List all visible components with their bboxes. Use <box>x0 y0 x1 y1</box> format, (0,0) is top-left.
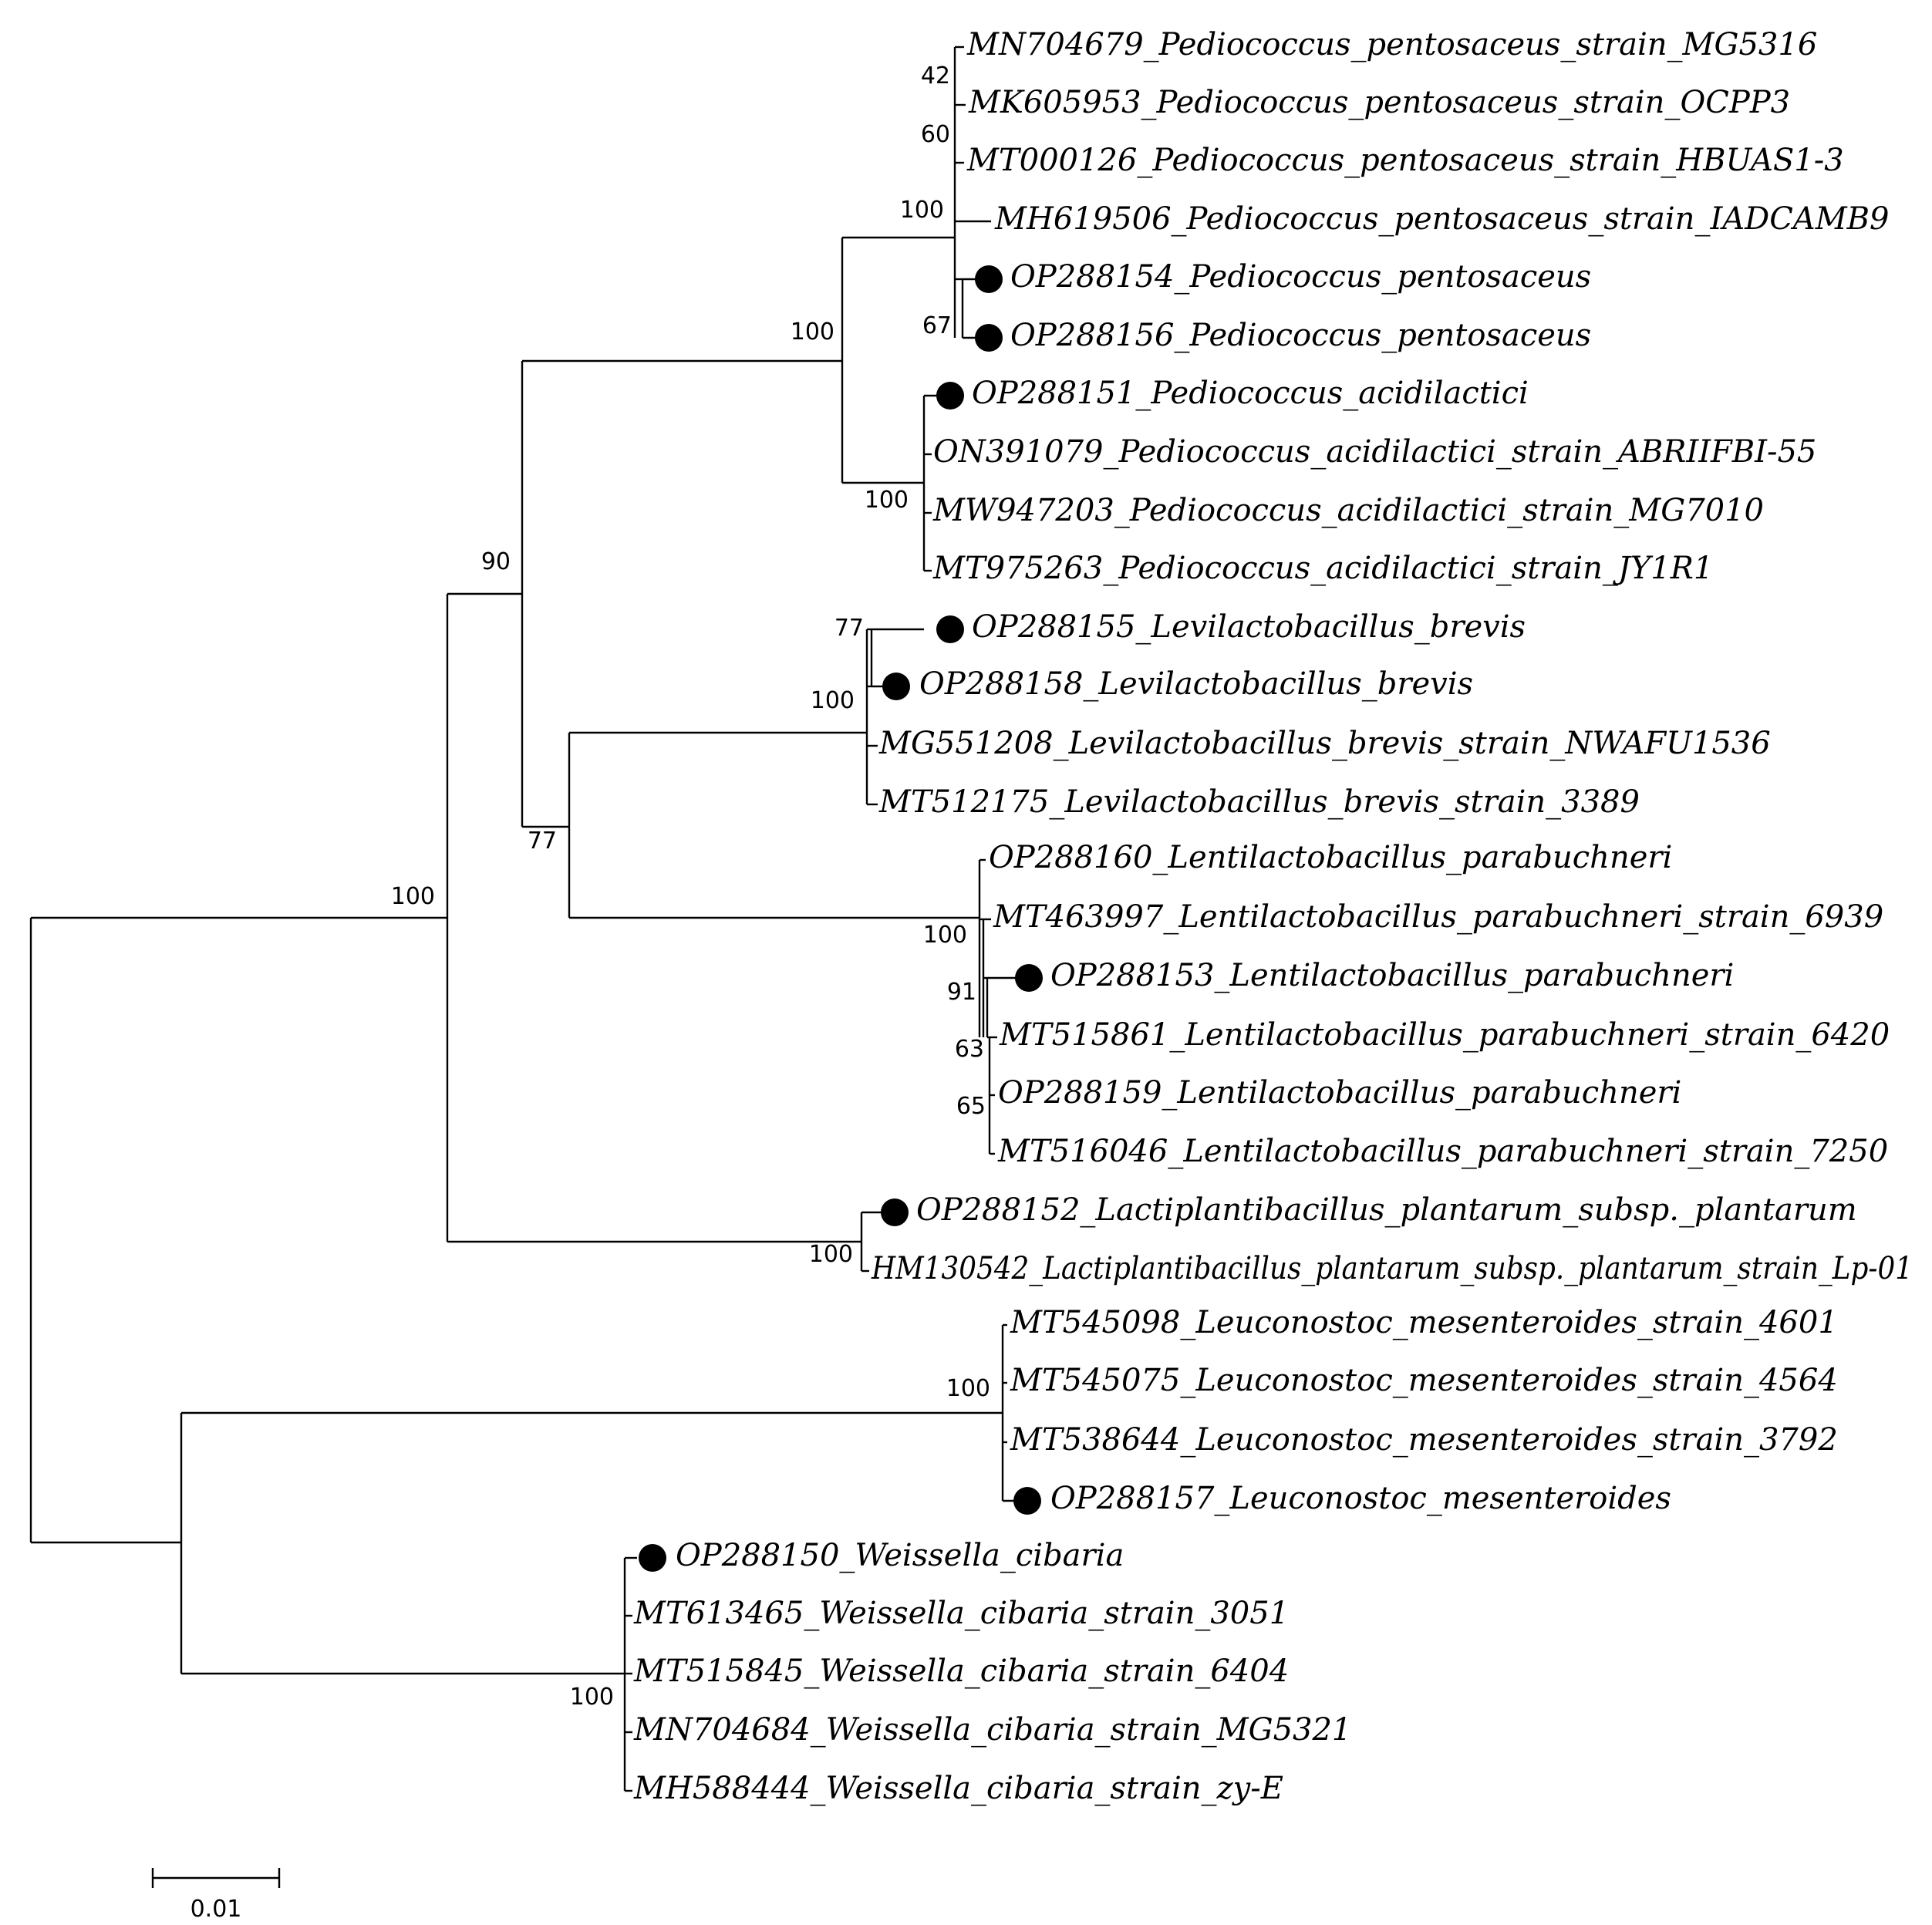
tip-label: OP288150_Weissella_cibaria <box>676 1538 1124 1573</box>
tip-label: MT538644_Leuconostoc_mesenteroides_strai… <box>1010 1422 1838 1458</box>
bootstrap-value: 100 <box>811 687 855 714</box>
isolate-marker <box>881 1198 909 1226</box>
tip-label: MT613465_Weissella_cibaria_strain_3051 <box>633 1596 1289 1631</box>
tip-label: OP288154_Pediococcus_pentosaceus <box>1010 259 1591 295</box>
tip-label: MH588444_Weissella_cibaria_strain_zy-E <box>633 1771 1283 1806</box>
bootstrap-value: 42 <box>921 62 950 89</box>
tip-labels: MN704679_Pediococcus_pentosaceus_strain_… <box>633 27 1913 1806</box>
tip-label: OP288158_Levilactobacillus_brevis <box>919 666 1473 702</box>
bootstrap-value: 100 <box>809 1241 853 1268</box>
bootstrap-value: 100 <box>923 922 967 949</box>
tip-label: MT545098_Leuconostoc_mesenteroides_strai… <box>1010 1305 1838 1340</box>
tip-label: HM130542_Lactiplantibacillus_plantarum_s… <box>871 1251 1913 1286</box>
isolate-marker <box>975 265 1003 293</box>
tip-markers <box>639 265 1043 1572</box>
bootstrap-value: 77 <box>835 615 864 642</box>
bootstrap-value: 100 <box>946 1375 990 1402</box>
isolate-marker <box>1013 1487 1041 1515</box>
scale-bar-label: 0.01 <box>191 1896 242 1923</box>
tip-label: MT545075_Leuconostoc_mesenteroides_strai… <box>1010 1363 1838 1398</box>
tip-label: MT515845_Weissella_cibaria_strain_6404 <box>633 1654 1289 1689</box>
bootstrap-value: 100 <box>570 1684 614 1711</box>
tip-label: MN704684_Weissella_cibaria_strain_MG5321 <box>633 1712 1351 1748</box>
tip-label: MT463997_Lentilactobacillus_parabuchneri… <box>993 899 1883 935</box>
tip-label: OP288153_Lentilactobacillus_parabuchneri <box>1050 958 1734 993</box>
bootstrap-value: 100 <box>791 319 835 346</box>
tip-label: MK605953_Pediococcus_pentosaceus_strain_… <box>968 85 1790 120</box>
bootstrap-value: 60 <box>921 121 950 148</box>
bootstrap-value: 100 <box>865 487 909 514</box>
tip-label: MN704679_Pediococcus_pentosaceus_strain_… <box>966 27 1817 62</box>
tree-branches <box>29 46 1018 1792</box>
isolate-marker <box>936 615 964 643</box>
bootstrap-value: 63 <box>955 1036 984 1063</box>
isolate-marker <box>639 1544 666 1572</box>
isolate-marker <box>882 673 910 700</box>
tip-label: MT975263_Pediococcus_acidilactici_strain… <box>932 551 1713 586</box>
tip-label: MW947203_Pediococcus_acidilactici_strain… <box>932 493 1764 528</box>
tip-label: OP288155_Levilactobacillus_brevis <box>972 609 1526 645</box>
scale-bar: 0.01 <box>151 1868 281 1923</box>
tip-label: OP288151_Pediococcus_acidilactici <box>972 376 1529 411</box>
bootstrap-value: 100 <box>391 883 435 910</box>
bootstrap-value: 91 <box>947 979 976 1006</box>
tip-label: MT000126_Pediococcus_pentosaceus_strain_… <box>966 143 1844 178</box>
tip-label: OP288159_Lentilactobacillus_parabuchneri <box>998 1075 1681 1111</box>
bootstrap-value: 65 <box>956 1093 986 1120</box>
tip-label: OP288152_Lactiplantibacillus_plantarum_s… <box>916 1192 1857 1228</box>
tip-label: MH619506_Pediococcus_pentosaceus_strain_… <box>994 201 1890 237</box>
isolate-marker <box>1015 964 1043 992</box>
isolate-marker <box>975 324 1003 352</box>
tip-label: MT516046_Lentilactobacillus_parabuchneri… <box>997 1134 1888 1169</box>
bootstrap-value: 67 <box>922 312 952 339</box>
tip-label: OP288156_Pediococcus_pentosaceus <box>1010 318 1591 353</box>
tip-label: MT515861_Lentilactobacillus_parabuchneri… <box>999 1017 1890 1053</box>
tip-label: MG551208_Levilactobacillus_brevis_strain… <box>878 726 1771 761</box>
isolate-marker <box>936 382 964 410</box>
bootstrap-value: 77 <box>528 828 557 855</box>
tip-label: MT512175_Levilactobacillus_brevis_strain… <box>878 784 1640 820</box>
scale-bar-line <box>151 1868 281 1888</box>
tip-label: OP288160_Lentilactobacillus_parabuchneri <box>989 840 1672 875</box>
tip-label: OP288157_Leuconostoc_mesenteroides <box>1050 1481 1671 1516</box>
tip-label: ON391079_Pediococcus_acidilactici_strain… <box>933 434 1816 470</box>
bootstrap-values: 42 60 100 67 100 100 90 77 100 77 100 91… <box>391 62 990 1711</box>
bootstrap-value: 100 <box>900 197 944 224</box>
bootstrap-value: 90 <box>481 548 511 575</box>
